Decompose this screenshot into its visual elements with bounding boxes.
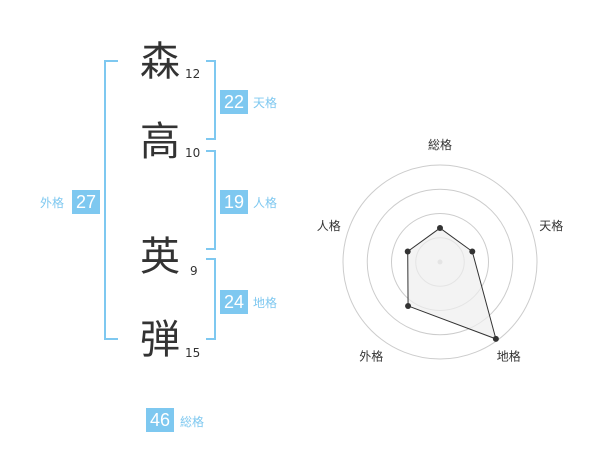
- radar-axis-label: 総格: [428, 137, 452, 152]
- soukaku-label: 総格: [180, 415, 205, 429]
- radar-axis-label: 人格: [317, 218, 341, 233]
- radar-points: [404, 225, 499, 342]
- tenkaku-bracket: [206, 60, 216, 140]
- radar-point-3: [492, 335, 499, 342]
- radar-ring: [366, 188, 514, 336]
- jinkaku-bracket: [206, 150, 216, 250]
- soukaku-score: 46: [146, 408, 174, 432]
- radar-axis-label: 天格: [539, 218, 563, 233]
- name-char-4: 弾: [140, 317, 180, 363]
- gaikaku-label: 外格: [40, 196, 65, 210]
- stroke-count-2: 10: [185, 146, 201, 160]
- radar-polygon: [407, 227, 497, 340]
- gaikaku-bracket: [104, 60, 118, 340]
- stroke-count-4: 15: [185, 346, 201, 360]
- jinkaku-label: 人格: [253, 196, 278, 210]
- radar-axis-label: 地格: [497, 349, 521, 364]
- chikaku-score: 24: [220, 290, 248, 314]
- stroke-count-1: 12: [185, 67, 201, 81]
- gaikaku-score: 27: [72, 190, 100, 214]
- chikaku-label: 地格: [253, 296, 278, 310]
- radar-point-4: [405, 302, 412, 309]
- radar-point-2: [469, 248, 476, 255]
- name-char-3: 英: [140, 234, 180, 280]
- jinkaku-score: 19: [220, 190, 248, 214]
- tenkaku-label: 天格: [253, 96, 278, 110]
- name-char-1: 森: [140, 39, 180, 85]
- radar-point-5: [404, 248, 411, 255]
- name-char-2: 高: [140, 119, 180, 165]
- radar-ring: [342, 164, 538, 360]
- radar-point-1: [437, 225, 443, 232]
- tenkaku-score: 22: [220, 90, 248, 114]
- radar-axis-label: 外格: [359, 349, 383, 364]
- stroke-count-3: 9: [190, 264, 198, 278]
- chikaku-bracket: [206, 258, 216, 340]
